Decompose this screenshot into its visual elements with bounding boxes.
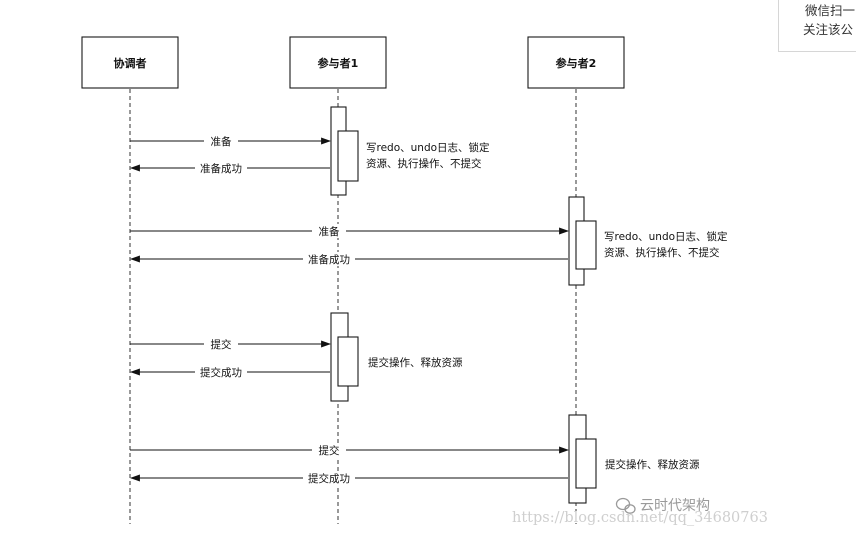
message-label: 准备 <box>211 135 232 148</box>
message-label: 准备成功 <box>200 162 242 175</box>
message-prepare-p1: 准备 <box>130 134 331 148</box>
note-p1-prepare: 写redo、undo日志、锁定 资源、执行操作、不提交 <box>366 141 490 170</box>
watermark: 云时代架构 https://blog.csdn.net/qq_34680763 <box>512 497 768 526</box>
note-line: 提交操作、释放资源 <box>368 356 463 369</box>
message-prepare-success-p2: 准备成功 <box>130 252 568 266</box>
activation-bar-nested <box>575 438 597 489</box>
message-commit-p2: 提交 <box>130 443 569 457</box>
message-label: 提交 <box>211 338 232 351</box>
note-p2-prepare: 写redo、undo日志、锁定 资源、执行操作、不提交 <box>604 230 728 259</box>
activation-bar-nested <box>575 220 597 270</box>
wechat-qr-popup: 微信扫一 关注该公 <box>778 0 856 52</box>
message-label: 提交 <box>319 444 340 457</box>
qr-popup-line1: 微信扫一 <box>805 3 856 18</box>
message-label: 提交成功 <box>200 366 242 379</box>
participant-2: 参与者2 <box>527 36 625 89</box>
message-commit-success-p2: 提交成功 <box>130 471 568 485</box>
message-prepare-success-p1: 准备成功 <box>130 161 330 175</box>
message-label: 准备成功 <box>308 253 350 266</box>
note-line: 资源、执行操作、不提交 <box>604 246 720 259</box>
watermark-url: https://blog.csdn.net/qq_34680763 <box>512 510 768 526</box>
message-label: 准备 <box>319 225 340 238</box>
participant-1: 参与者1 <box>289 36 387 89</box>
message-commit-p1: 提交 <box>130 337 331 351</box>
watermark-brand: 云时代架构 <box>640 498 710 514</box>
activation-bar-nested <box>337 336 359 387</box>
participant-label: 协调者 <box>114 56 147 70</box>
note-p2-commit: 提交操作、释放资源 <box>605 458 700 471</box>
note-p1-commit: 提交操作、释放资源 <box>368 356 463 369</box>
message-label: 提交成功 <box>308 472 350 485</box>
participant-label: 参与者2 <box>556 56 597 70</box>
note-line: 写redo、undo日志、锁定 <box>604 230 728 243</box>
note-line: 写redo、undo日志、锁定 <box>366 141 490 154</box>
participant-label: 参与者1 <box>318 56 359 70</box>
message-prepare-p2: 准备 <box>130 224 569 238</box>
participant-coordinator: 协调者 <box>81 36 179 89</box>
note-line: 提交操作、释放资源 <box>605 458 700 471</box>
wechat-icon <box>615 497 636 514</box>
activation-bar-nested <box>337 130 359 182</box>
message-commit-success-p1: 提交成功 <box>130 365 330 379</box>
note-line: 资源、执行操作、不提交 <box>366 157 482 170</box>
qr-popup-line2: 关注该公 <box>803 22 854 37</box>
